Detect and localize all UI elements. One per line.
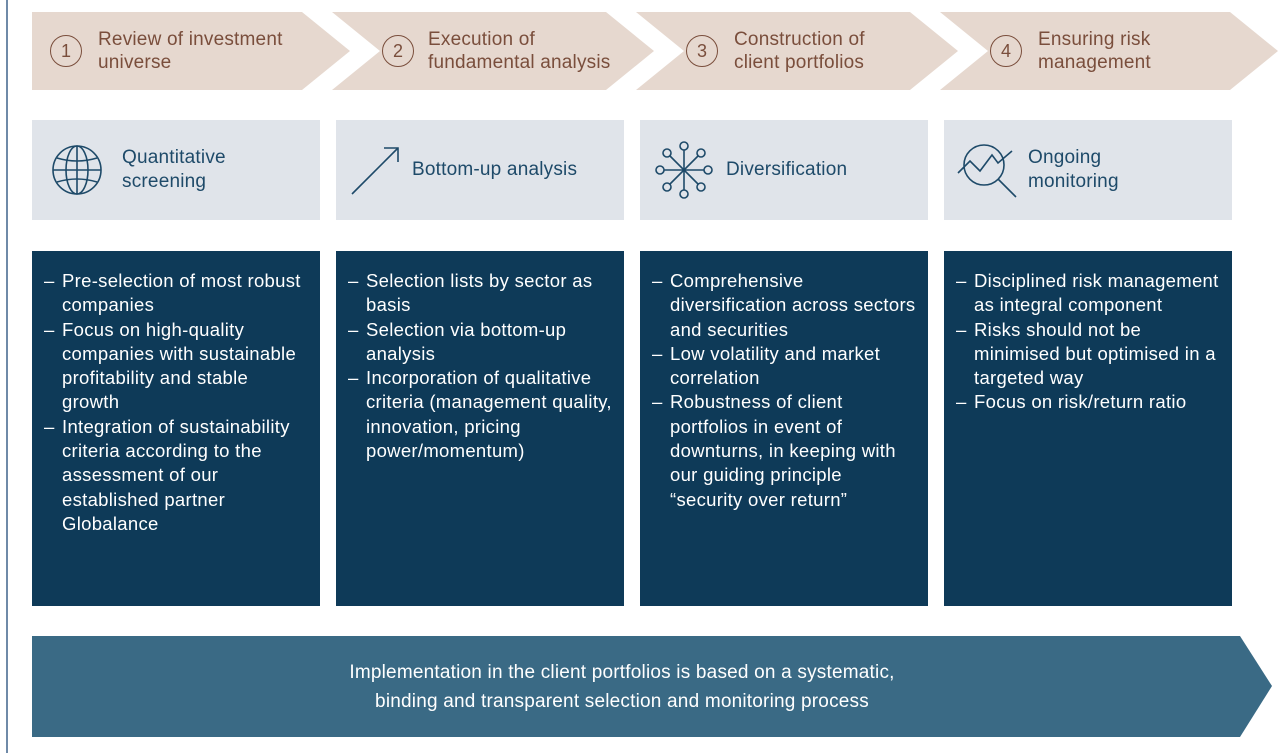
detail-list-1: Pre-selection of most robust companies F… [44, 269, 308, 536]
step-4: 4 Ensuring risk management [990, 12, 1151, 90]
detail-list-4: Disciplined risk management as integral … [956, 269, 1220, 415]
list-item: Selection lists by sector as basis [348, 269, 612, 318]
method-caption-4-line2: monitoring [1028, 171, 1119, 192]
step-2: 2 Execution of fundamental analysis [382, 12, 611, 90]
step-label-3-line1: Construction of [734, 29, 865, 50]
detail-list-2: Selection lists by sector as basis Selec… [348, 269, 612, 463]
method-caption-1: Quantitative screening [122, 146, 226, 194]
step-3: 3 Construction of client portfolios [686, 12, 865, 90]
method-caption-2-line1: Bottom-up analysis [412, 159, 578, 180]
step-label-4-line1: Ensuring risk [1038, 29, 1151, 50]
detail-box-2: Selection lists by sector as basis Selec… [336, 251, 624, 606]
detail-box-3: Comprehensive diversification across sec… [640, 251, 928, 606]
step-label-1-line1: Review of investment [98, 29, 283, 50]
list-item: Low volatility and market correlation [652, 342, 916, 391]
step-label-2-line2: fundamental analysis [428, 52, 611, 73]
method-bottom-up-analysis: Bottom-up analysis [336, 120, 624, 220]
method-caption-1-line1: Quantitative [122, 147, 226, 168]
detail-list-3: Comprehensive diversification across sec… [652, 269, 916, 512]
method-quantitative-screening: Quantitative screening [32, 120, 320, 220]
method-caption-4: Ongoing monitoring [1028, 146, 1119, 194]
step-label-2: Execution of fundamental analysis [428, 28, 611, 74]
list-item: Selection via bottom-up analysis [348, 318, 612, 367]
step-number-1: 1 [50, 35, 82, 67]
step-label-1: Review of investment universe [98, 28, 283, 74]
step-label-4: Ensuring risk management [1038, 28, 1151, 74]
network-icon [652, 138, 716, 202]
method-ongoing-monitoring: Ongoing monitoring [944, 120, 1232, 220]
banner-text-line1: Implementation in the client portfolios … [349, 661, 895, 683]
banner-text: Implementation in the client portfolios … [32, 636, 1212, 737]
method-caption-1-line2: screening [122, 171, 207, 192]
chevron-step-4 [940, 12, 1278, 90]
method-caption-3: Diversification [726, 158, 847, 182]
detail-box-4: Disciplined risk management as integral … [944, 251, 1232, 606]
step-label-3-line2: client portfolios [734, 52, 865, 73]
method-caption-4-line1: Ongoing [1028, 147, 1102, 168]
step-number-2: 2 [382, 35, 414, 67]
step-1: 1 Review of investment universe [50, 12, 283, 90]
chevron-step-2 [332, 12, 654, 90]
implementation-banner: Implementation in the client portfolios … [32, 636, 1272, 737]
step-number-3: 3 [686, 35, 718, 67]
list-item: Comprehensive diversification across sec… [652, 269, 916, 342]
monitoring-chart-icon [956, 137, 1022, 203]
chevron-step-1 [32, 12, 350, 90]
chevron-step-3 [636, 12, 958, 90]
list-item: Disciplined risk management as integral … [956, 269, 1220, 318]
method-diversification: Diversification [640, 120, 928, 220]
banner-arrow-shape [32, 636, 1272, 737]
globe-icon [44, 137, 110, 203]
process-steps: 1 Review of investment universe 2 Execut… [32, 12, 1278, 90]
list-item: Robustness of client portfolios in event… [652, 390, 916, 511]
step-label-2-line1: Execution of [428, 29, 535, 50]
method-caption-3-line1: Diversification [726, 159, 848, 180]
list-item: Focus on high-quality companies with sus… [44, 318, 308, 415]
step-label-1-line2: universe [98, 52, 172, 73]
step-number-4: 4 [990, 35, 1022, 67]
banner-text-line2: binding and transparent selection and mo… [375, 690, 869, 712]
method-caption-2: Bottom-up analysis [412, 158, 577, 182]
list-item: Risks should not be minimised but optimi… [956, 318, 1220, 391]
arrow-up-right-icon [348, 142, 404, 198]
list-item: Pre-selection of most robust companies [44, 269, 308, 318]
chevron-shapes [32, 12, 1278, 90]
list-item: Focus on risk/return ratio [956, 390, 1220, 415]
list-item: Incorporation of qualitative criteria (m… [348, 366, 612, 463]
left-border-line [6, 0, 8, 753]
step-label-3: Construction of client portfolios [734, 28, 865, 74]
step-label-4-line2: management [1038, 52, 1151, 73]
detail-box-1: Pre-selection of most robust companies F… [32, 251, 320, 606]
list-item: Integration of sustainability criteria a… [44, 415, 308, 536]
